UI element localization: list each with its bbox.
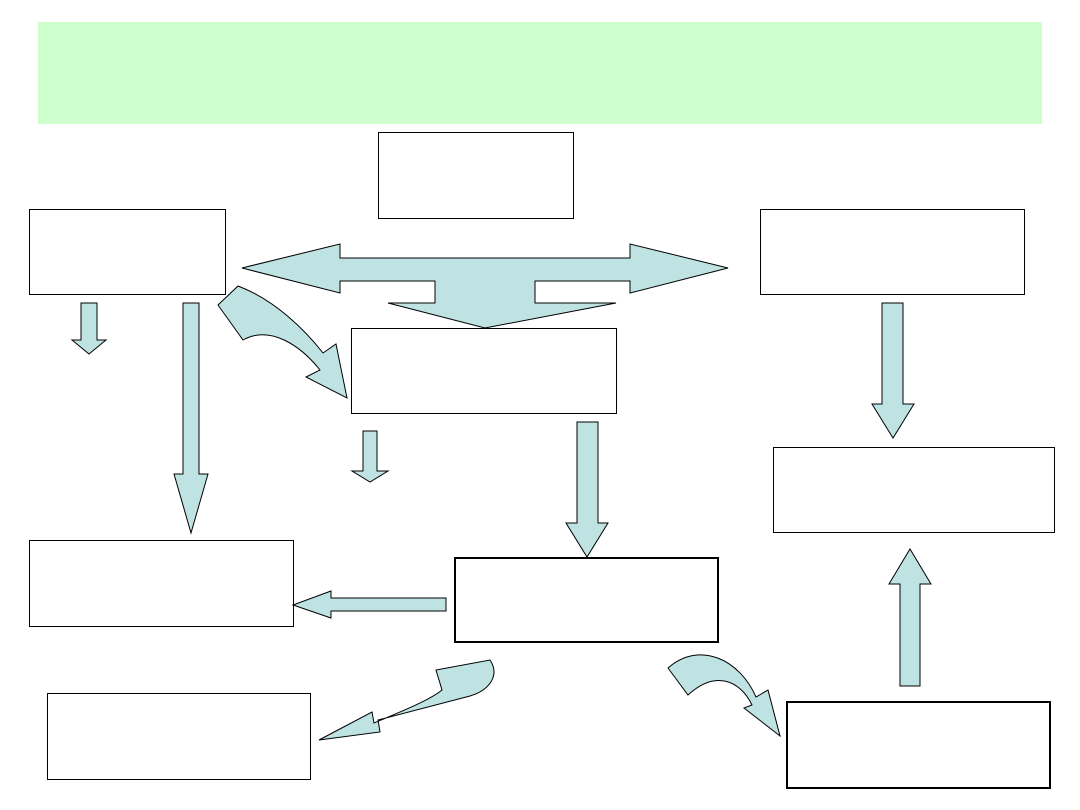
- curved-arrow-to-bottom-left: [318, 659, 495, 741]
- node-center: [351, 328, 617, 414]
- node-left-upper: [29, 209, 226, 295]
- short-down-arrow-left: [70, 302, 108, 355]
- three-way-arrow: [241, 243, 729, 329]
- up-arrow-right: [888, 548, 932, 687]
- short-down-arrow-center: [350, 430, 390, 483]
- node-bottom-right: [786, 701, 1051, 789]
- long-down-arrow-left: [173, 302, 209, 535]
- title-banner: [38, 22, 1042, 124]
- curved-arrow-to-center: [217, 285, 348, 399]
- node-bottom-left: [47, 693, 311, 780]
- left-arrow: [291, 590, 447, 619]
- curved-arrow-to-bottom-right: [667, 654, 781, 738]
- node-right-middle: [773, 447, 1055, 533]
- node-left-lower: [29, 540, 294, 627]
- down-arrow-right: [871, 302, 915, 439]
- node-center-lower: [454, 557, 719, 643]
- down-arrow-center: [565, 421, 609, 558]
- node-top-center: [378, 132, 574, 219]
- node-right-upper: [760, 209, 1025, 295]
